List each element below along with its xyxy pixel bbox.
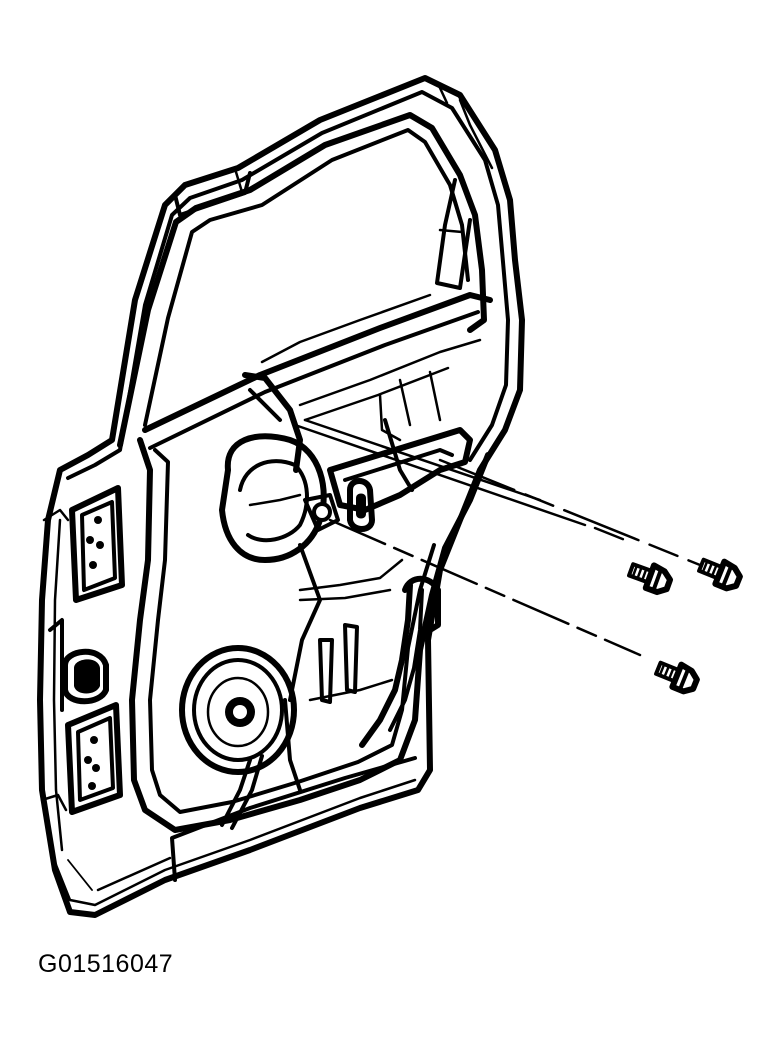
leader-lines bbox=[293, 418, 702, 657]
door-inner-panel-icon bbox=[129, 338, 491, 833]
bolt-icon bbox=[627, 557, 743, 695]
figure-caption-code: G01516047 bbox=[38, 950, 174, 978]
window-opening-icon bbox=[117, 112, 493, 450]
window-regulator-icon bbox=[219, 372, 473, 702]
speaker-icon bbox=[179, 645, 297, 775]
hinge-icon bbox=[40, 485, 125, 815]
